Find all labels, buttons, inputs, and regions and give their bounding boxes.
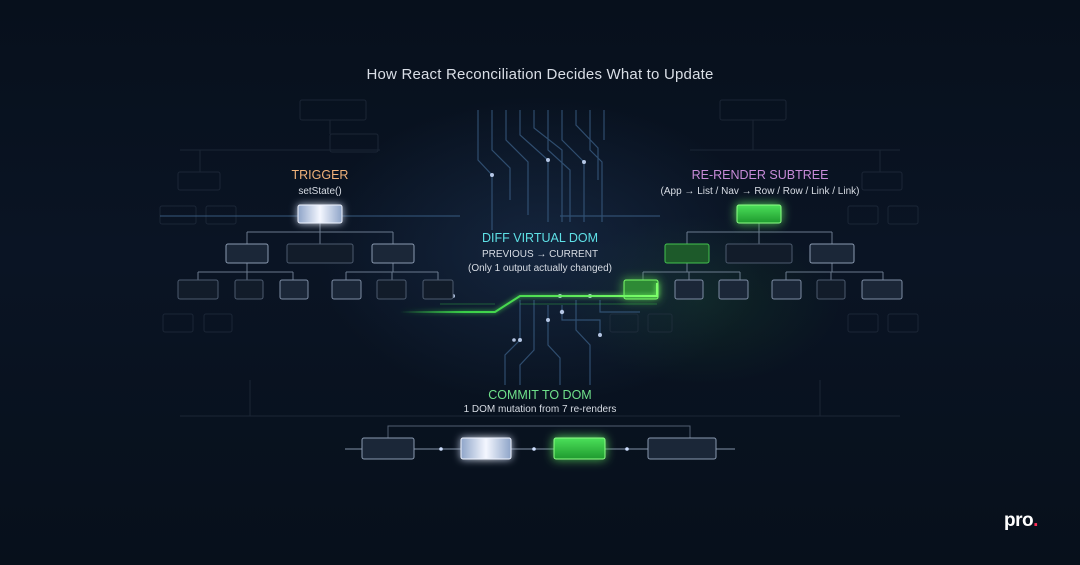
commit-node [647,437,717,460]
commit-node [361,437,415,460]
diff-line-2: (Only 1 output actually changed) [468,263,612,274]
rerender-leaf-node [674,279,704,300]
trigger-leaf-node [177,279,219,300]
rerender-leaf-node [861,279,903,300]
rerender-tree-links [642,223,884,280]
faint-background-trees [159,99,919,417]
trigger-child-node [371,243,415,264]
rerender-subtitle: (App → List / Nav → Row / Row / Link / L… [660,186,860,197]
diff-highlight-path [400,283,658,313]
rerender-child-node [725,243,793,264]
logo-text: pro [1004,510,1034,531]
diff-line-1: PREVIOUS → CURRENT [481,249,599,260]
circuit-traces [160,110,660,385]
page-title: How React Reconciliation Decides What to… [366,66,714,83]
rerender-child-node [809,243,855,264]
trigger-leaf-node [279,279,309,300]
commit-link-dots [439,447,629,451]
diff-title: DIFF VIRTUAL DOM [482,231,598,245]
trigger-subtitle: setState() [298,186,342,197]
trigger-leaf-node [234,279,264,300]
brand-logo: pro. [1004,510,1038,532]
rerender-title: RE-RENDER SUBTREE [691,168,829,182]
trigger-tree-links [197,223,439,280]
commit-node-triggered [460,437,512,460]
rerender-child-node [664,243,710,264]
commit-node-mutated [553,437,606,460]
rerender-leaf-node [718,279,749,300]
trigger-child-node [225,243,269,264]
trigger-child-node [286,243,354,264]
rerender-leaf-node [771,279,802,300]
commit-subtitle: 1 DOM mutation from 7 re-renders [463,404,617,415]
logo-dot: . [1033,510,1038,531]
trigger-leaf-node [422,279,454,300]
trigger-leaf-node [331,279,362,300]
rerender-leaf-node [816,279,846,300]
rerender-root-node [736,204,782,224]
trigger-root-node [297,204,343,224]
commit-title: COMMIT TO DOM [488,388,592,402]
trigger-title: TRIGGER [291,168,349,182]
trigger-leaf-node [376,279,407,300]
